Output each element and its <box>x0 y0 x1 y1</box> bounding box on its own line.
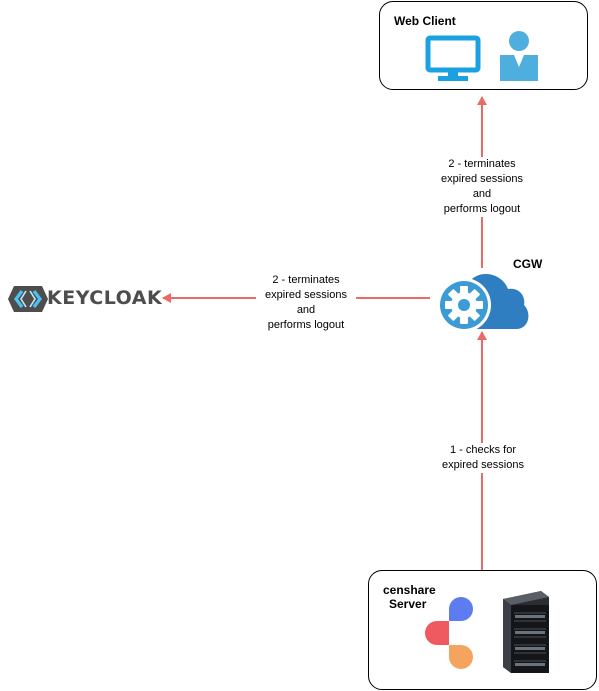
edge-label-line: 2 - terminates <box>272 274 340 286</box>
edge-label-line: performs logout <box>267 319 345 331</box>
edge-label-line: 2 - terminates <box>448 158 516 170</box>
edge-label-line: and <box>472 188 492 200</box>
web-client-title: Web Client <box>394 14 456 28</box>
edge-label-line: expired sessions <box>442 459 524 471</box>
web-client-box: Web Client <box>379 1 588 90</box>
user-icon <box>500 31 538 81</box>
censhare-title-line2: Server <box>389 597 427 611</box>
label-server-to-cgw: 1 - checks for expired sessions <box>438 443 528 473</box>
cgw-label: CGW <box>513 257 543 271</box>
censhare-logo <box>425 597 473 669</box>
edge-label-line: and <box>296 304 316 316</box>
monitor-icon <box>425 35 481 81</box>
keycloak-logo-text: KEYCLOAK <box>47 287 163 309</box>
edge-label-line: performs logout <box>443 203 521 215</box>
edge-label-line: expired sessions <box>441 173 523 185</box>
censhare-server-box: censhare Server <box>368 570 597 690</box>
edge-label-line: expired sessions <box>265 289 347 301</box>
label-cgw-to-web-client: 2 - terminates expired sessions and perf… <box>436 157 528 217</box>
cloud-gear-icon <box>437 274 529 332</box>
server-rack-icon <box>503 591 549 673</box>
label-cgw-to-keycloak: 2 - terminates expired sessions and perf… <box>256 273 356 333</box>
censhare-title-line1: censhare <box>383 583 436 597</box>
keycloak-logo <box>8 286 48 312</box>
edge-label-line: 1 - checks for <box>449 444 517 456</box>
